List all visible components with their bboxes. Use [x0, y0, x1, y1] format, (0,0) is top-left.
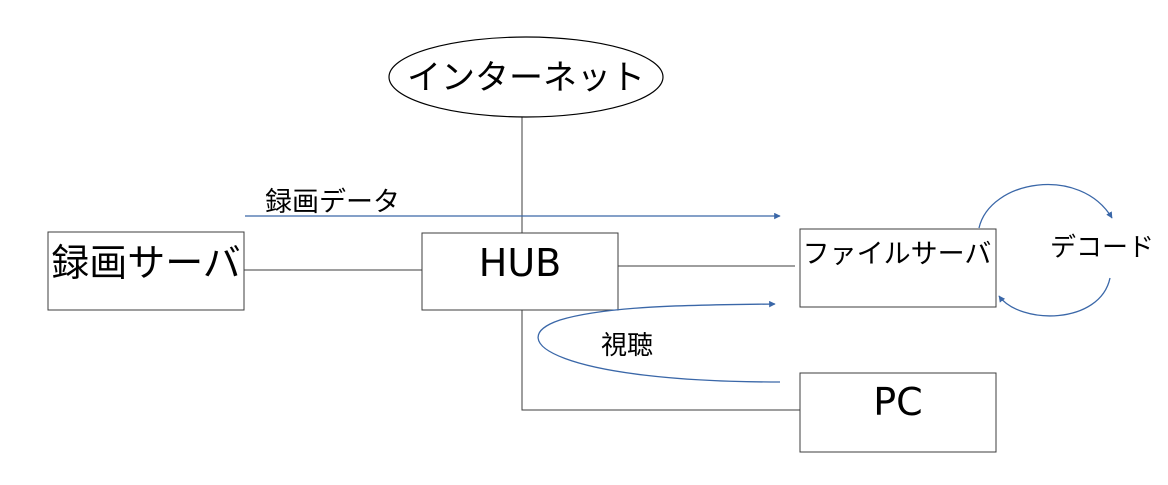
file-server-label: ファイルサーバ	[803, 239, 992, 270]
pc-label: PC	[873, 380, 922, 424]
viewing-label: 視聴	[601, 331, 653, 361]
hub-node	[421, 232, 619, 311]
internet-node	[388, 36, 664, 118]
pc-node	[799, 372, 997, 453]
recording-data-label: 録画データ	[265, 187, 400, 218]
hub-label: HUB	[479, 241, 561, 285]
decode-arrow-top	[978, 184, 1113, 229]
internet-label: インターネット	[407, 58, 645, 98]
recording-server-label: 録画サーバ	[51, 241, 241, 285]
file-server-node	[799, 228, 997, 308]
viewing-arrow	[537, 300, 781, 383]
recording-server-node	[47, 231, 245, 311]
decode-label: デコード	[1050, 233, 1154, 263]
link-hub-pc	[521, 310, 800, 411]
decode-arrow-bottom	[998, 277, 1111, 317]
